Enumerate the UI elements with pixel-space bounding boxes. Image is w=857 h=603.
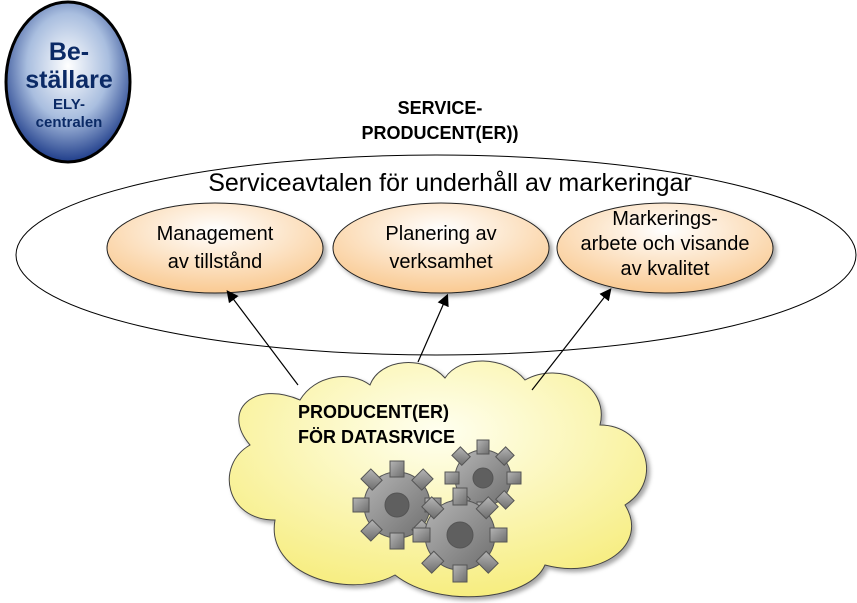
data-producer-title: PRODUCENT(ER) FÖR DATASRVICE [298,402,456,447]
arrow-to-planning [417,293,449,363]
task-label-planning: Planering av verksamhet [385,223,497,273]
task-ellipse-planning [332,202,550,294]
orderer-ellipse [4,0,132,164]
service-producer-title: SERVICE- PRODUCENT(ER)) [361,98,519,143]
task-ellipse-marking [556,202,774,294]
arrow-to-management [226,290,299,386]
task-ellipse-management [106,202,324,294]
arrow-to-marking [531,288,612,391]
orderer-title: Be- ställare [25,38,113,94]
agreement-label: Serviceavtalen för underhåll av markerin… [208,169,692,197]
task-label-marking: Markerings- arbete och visande av kvalit… [580,208,750,280]
data-producer-cloud [228,360,648,598]
gears-icon [352,439,522,583]
orderer-subtitle: ELY- centralen [35,96,103,131]
task-label-management: Management av tillstånd [156,223,274,273]
